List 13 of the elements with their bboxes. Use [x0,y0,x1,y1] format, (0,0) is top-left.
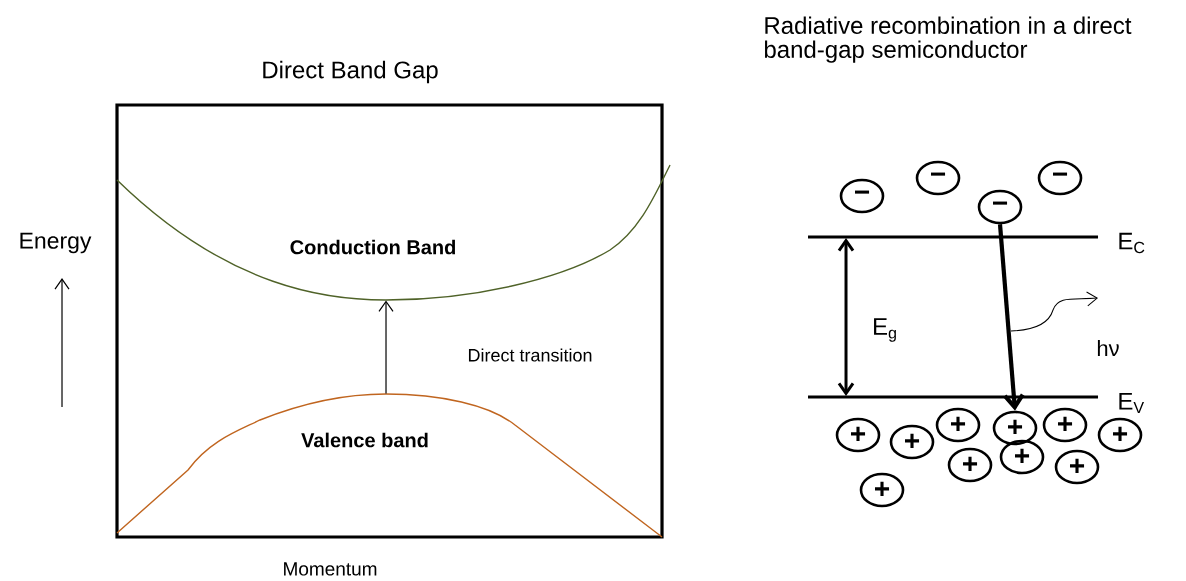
panel-title: Radiative recombination in a direct band-gap semiconductor [764,16,1132,63]
energy-level-label: E$_{C}$ [1119,232,1145,254]
edge-label: Direct transition [465,346,595,364]
panel-title: Direct Band Gap [263,60,438,84]
gap-label: E$_{g}$ [874,318,896,342]
photon-label: hν [1097,340,1119,356]
energy-level-label: E$_{V}$ [1119,392,1144,414]
arrow [378,300,394,395]
valence-band-curve: Valence band [116,393,663,538]
axis-label: Energy [20,232,92,254]
axis-label: Momentum [284,562,377,576]
arrow [997,224,1025,411]
conduction-band-curve: Conduction Band [116,164,671,301]
